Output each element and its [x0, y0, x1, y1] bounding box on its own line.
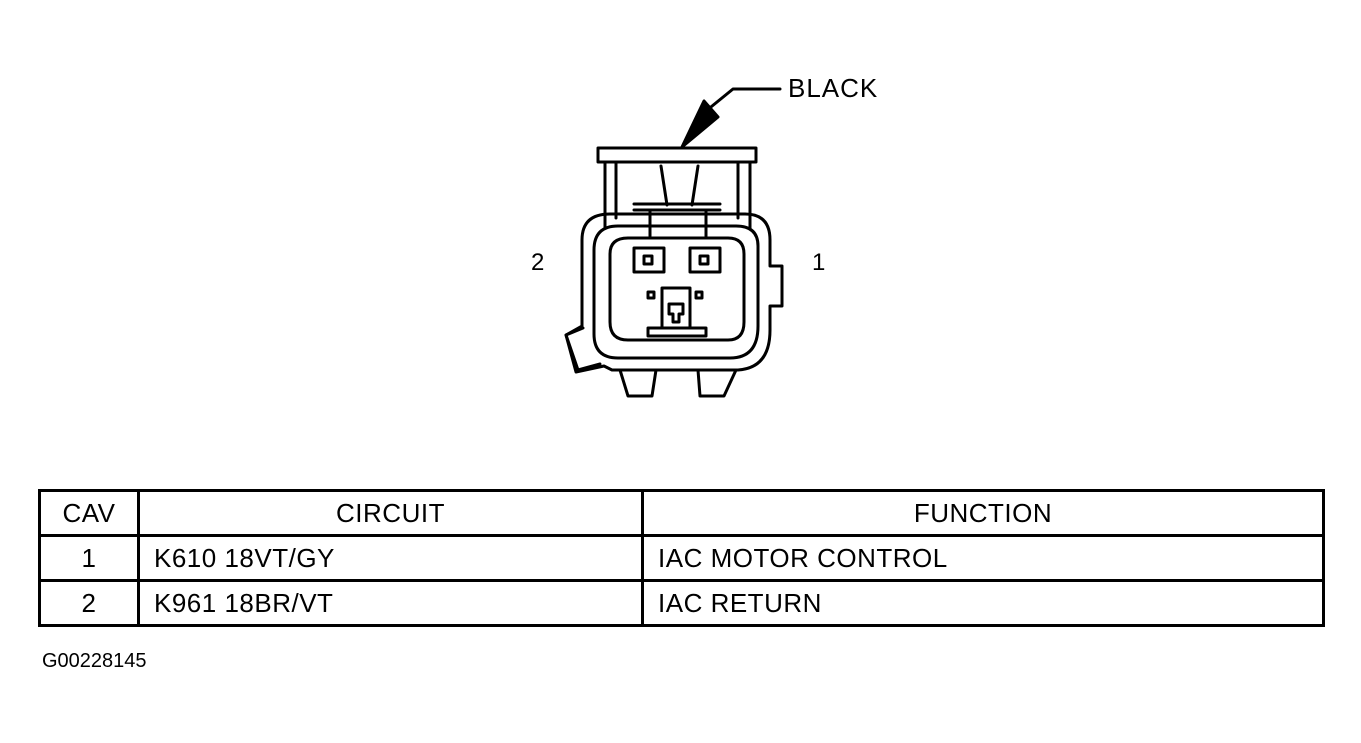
table-header-row: CAV CIRCUIT FUNCTION: [38, 489, 1325, 537]
side-key: [564, 326, 602, 372]
cavity-2-pin: [642, 254, 654, 266]
table-row: 1 K610 18VT/GY IAC MOTOR CONTROL: [38, 534, 1325, 582]
locating-hole-left: [646, 290, 656, 300]
cell-cav: 2: [38, 579, 140, 627]
center-key-slot: [646, 286, 708, 338]
latch-leg-right: [696, 368, 738, 398]
table-row: 2 K961 18BR/VT IAC RETURN: [38, 579, 1325, 627]
locating-hole-right: [694, 290, 704, 300]
cavity-1-terminal: [688, 246, 722, 274]
pinout-table: CAV CIRCUIT FUNCTION 1 K610 18VT/GY IAC …: [38, 489, 1325, 627]
connector-face: [608, 236, 746, 342]
cell-function: IAC RETURN: [641, 579, 1325, 627]
connector-body: [564, 212, 784, 374]
cavity-1-pin: [698, 254, 710, 266]
cell-circuit: K610 18VT/GY: [137, 534, 644, 582]
connector-body-inner-outline: [592, 224, 760, 360]
color-callout-label: BLACK: [788, 73, 878, 103]
cavity-2-label: 2: [531, 249, 544, 276]
header-cav: CAV: [38, 489, 140, 537]
cell-cav: 1: [38, 534, 140, 582]
locking-tab: [596, 146, 758, 238]
header-function: FUNCTION: [641, 489, 1325, 537]
latch-leg-left: [618, 368, 658, 398]
cell-circuit: K961 18BR/VT: [137, 579, 644, 627]
callout-arrow: [680, 99, 720, 149]
header-circuit: CIRCUIT: [137, 489, 644, 537]
callout-leader-line: [704, 87, 782, 113]
connector-diagram: BLACK 2 1: [531, 73, 878, 398]
cavity-1-label: 1: [812, 249, 825, 276]
cell-function: IAC MOTOR CONTROL: [641, 534, 1325, 582]
cavity-2-terminal: [632, 246, 666, 274]
figure-id: G00228145: [42, 650, 147, 672]
